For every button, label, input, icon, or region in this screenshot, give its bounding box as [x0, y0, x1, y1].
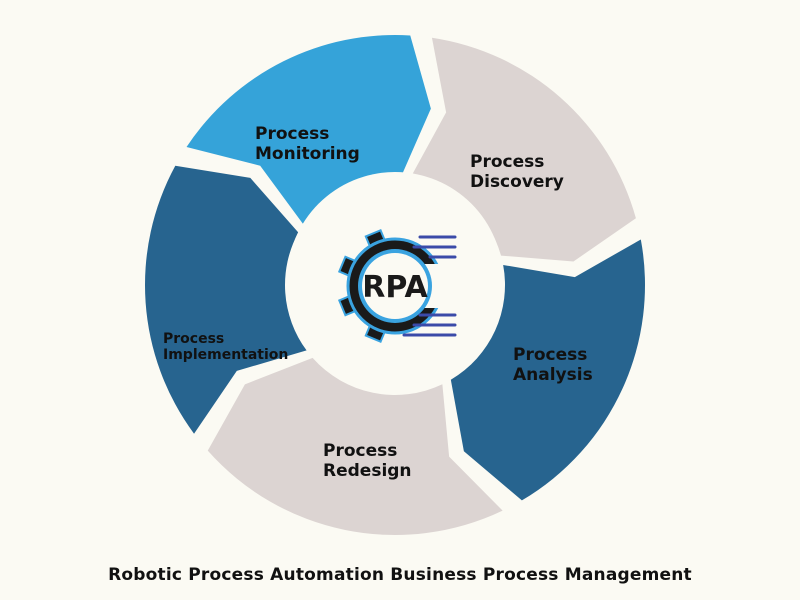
circuit-lines-icon — [402, 235, 457, 337]
label-discovery-line2: Discovery — [470, 172, 564, 192]
label-redesign-line1: Process — [323, 441, 397, 461]
label-redesign-line2: Redesign — [323, 461, 412, 481]
rpa-gear-logo-icon: RPA — [337, 228, 457, 344]
label-implementation-line1: Process — [163, 331, 224, 347]
segment-analysis — [450, 239, 645, 501]
segment-implementation — [145, 165, 307, 434]
segment-redesign — [207, 357, 503, 536]
label-discovery-line1: Process — [470, 152, 544, 172]
label-analysis-line2: Analysis — [513, 365, 593, 385]
segment-discovery — [411, 37, 636, 262]
diagram-caption: Robotic Process Automation Business Proc… — [108, 565, 692, 585]
label-analysis-line1: Process — [513, 345, 587, 365]
label-implementation-line2: Implementation — [163, 347, 288, 363]
label-monitoring-line2: Monitoring — [255, 144, 360, 164]
rpa-logo-text: RPA — [362, 270, 428, 305]
gear-hub — [362, 253, 428, 319]
label-monitoring-line1: Process — [255, 124, 329, 144]
